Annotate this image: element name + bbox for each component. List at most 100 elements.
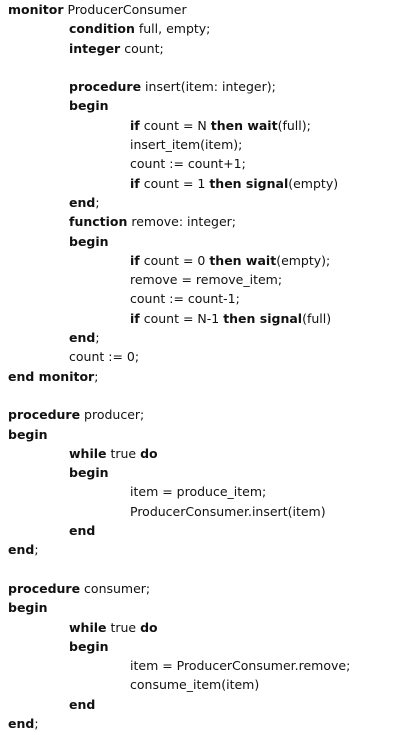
code-line: ProducerConsumer.insert(item) bbox=[8, 502, 398, 521]
code-line: begin bbox=[8, 463, 398, 482]
code-text: remove: integer; bbox=[127, 214, 236, 230]
code-line: item = produce_item; bbox=[8, 482, 398, 501]
code-line: begin bbox=[8, 598, 398, 617]
keyword: do bbox=[140, 619, 158, 635]
code-text: remove = remove_item; bbox=[130, 272, 283, 288]
keyword: end bbox=[69, 194, 96, 210]
code-text: count = 1 bbox=[139, 175, 210, 191]
code-line: consume_item(item) bbox=[8, 675, 398, 694]
code-text: consume_item(item) bbox=[130, 677, 260, 693]
keyword: then signal bbox=[223, 310, 303, 326]
code-text: (empty); bbox=[276, 252, 331, 268]
code-line: begin bbox=[8, 232, 398, 251]
code-text: true bbox=[106, 619, 141, 635]
code-line: if count = N then wait(full); bbox=[8, 116, 398, 135]
code-text: ProducerConsumer bbox=[63, 2, 187, 17]
keyword: integer bbox=[69, 40, 121, 56]
keyword: begin bbox=[69, 465, 109, 481]
code-text: true bbox=[106, 445, 141, 461]
code-text: full, empty; bbox=[134, 21, 211, 37]
code-line: if count = 1 then signal(empty) bbox=[8, 174, 398, 193]
code-line: function remove: integer; bbox=[8, 212, 398, 231]
code-text: count; bbox=[120, 40, 164, 56]
code-line: end; bbox=[8, 714, 398, 733]
keyword: procedure bbox=[8, 407, 81, 423]
keyword: then signal bbox=[209, 175, 289, 191]
code-text: item = produce_item; bbox=[130, 484, 267, 500]
code-text: count = N bbox=[139, 117, 211, 133]
code-line: count := count-1; bbox=[8, 289, 398, 308]
keyword: begin bbox=[69, 98, 109, 114]
code-text: insert(item: integer); bbox=[141, 79, 276, 95]
code-line: while true do bbox=[8, 444, 398, 463]
keyword: then wait bbox=[209, 252, 277, 268]
keyword: begin bbox=[69, 638, 109, 654]
code-line: procedure producer; bbox=[8, 405, 398, 424]
code-text: consumer; bbox=[80, 580, 151, 596]
code-text: (empty) bbox=[288, 175, 339, 191]
keyword: if bbox=[130, 310, 140, 326]
blank-line bbox=[8, 560, 398, 579]
keyword: monitor bbox=[8, 2, 64, 17]
code-line: begin bbox=[8, 637, 398, 656]
keyword: begin bbox=[69, 233, 109, 249]
code-text: count := count+1; bbox=[130, 156, 246, 172]
code-line: condition full, empty; bbox=[8, 19, 398, 38]
code-text: ; bbox=[95, 194, 100, 210]
code-line: while true do bbox=[8, 618, 398, 637]
code-line: monitor ProducerConsumer bbox=[8, 0, 398, 19]
blank-line bbox=[8, 386, 398, 405]
keyword: while bbox=[69, 619, 107, 635]
keyword: condition bbox=[69, 21, 135, 37]
keyword: end bbox=[69, 523, 96, 539]
code-text: ; bbox=[34, 715, 39, 731]
keyword: if bbox=[130, 175, 140, 191]
code-text: count = 0 bbox=[139, 252, 210, 268]
code-line: begin bbox=[8, 96, 398, 115]
code-line: procedure consumer; bbox=[8, 579, 398, 598]
code-text: count = N-1 bbox=[139, 310, 224, 326]
code-text: (full) bbox=[302, 310, 332, 326]
code-line: insert_item(item); bbox=[8, 135, 398, 154]
keyword: end bbox=[8, 542, 35, 558]
keyword: then wait bbox=[210, 117, 278, 133]
code-text: count := 0; bbox=[69, 349, 140, 365]
code-line: procedure insert(item: integer); bbox=[8, 77, 398, 96]
code-line: begin bbox=[8, 425, 398, 444]
code-line: end bbox=[8, 521, 398, 540]
keyword: begin bbox=[8, 600, 48, 616]
code-line: if count = 0 then wait(empty); bbox=[8, 251, 398, 270]
keyword: while bbox=[69, 445, 107, 461]
code-line: end bbox=[8, 695, 398, 714]
keyword: end bbox=[69, 330, 96, 346]
code-text: ; bbox=[94, 368, 99, 384]
code-line: item = ProducerConsumer.remove; bbox=[8, 656, 398, 675]
keyword: do bbox=[140, 445, 158, 461]
code-text: (full); bbox=[277, 117, 311, 133]
code-text: item = ProducerConsumer.remove; bbox=[130, 658, 351, 674]
code-line: count := count+1; bbox=[8, 154, 398, 173]
keyword: end monitor bbox=[8, 368, 95, 384]
keyword: procedure bbox=[8, 580, 81, 596]
keyword: if bbox=[130, 117, 140, 133]
code-line: integer count; bbox=[8, 39, 398, 58]
code-text: ; bbox=[95, 330, 100, 346]
code-text: producer; bbox=[80, 407, 145, 423]
code-line: remove = remove_item; bbox=[8, 270, 398, 289]
code-text: insert_item(item); bbox=[130, 137, 243, 153]
keyword: end bbox=[8, 715, 35, 731]
code-line: end monitor; bbox=[8, 367, 398, 386]
keyword: function bbox=[69, 214, 128, 230]
blank-line bbox=[8, 58, 398, 77]
code-line: end; bbox=[8, 328, 398, 347]
keyword: begin bbox=[8, 426, 48, 442]
code-line: if count = N-1 then signal(full) bbox=[8, 309, 398, 328]
code-text: count := count-1; bbox=[130, 291, 240, 307]
code-line: count := 0; bbox=[8, 347, 398, 366]
code-text: ; bbox=[34, 542, 39, 558]
keyword: procedure bbox=[69, 79, 142, 95]
keyword: if bbox=[130, 252, 140, 268]
code-text: ProducerConsumer.insert(item) bbox=[130, 503, 326, 519]
keyword: end bbox=[69, 696, 96, 712]
